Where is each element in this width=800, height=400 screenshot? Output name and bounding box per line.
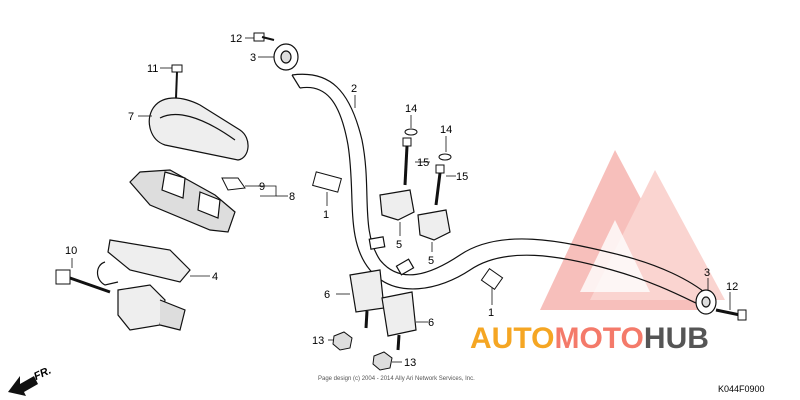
nut-part-13a	[332, 331, 353, 351]
callout-5a: 5	[396, 239, 402, 251]
copyright-text: Page design (c) 2004 - 2014 Ally Ari Net…	[318, 376, 475, 382]
bar-end-weight-3b	[695, 289, 717, 315]
washer-part-14b	[438, 153, 452, 161]
bolt-part-11	[171, 64, 183, 99]
callout-3b: 3	[704, 267, 710, 279]
callout-6a: 6	[324, 289, 330, 301]
front-direction-indicator: FR.	[8, 365, 53, 396]
handlebar-part-2	[291, 73, 709, 306]
callout-3a: 3	[250, 52, 256, 64]
callout-11: 11	[147, 63, 158, 75]
watermark-logo	[540, 150, 725, 310]
screw-12a	[253, 32, 275, 42]
nut-part-13b	[372, 351, 393, 371]
watermark-part-auto: AUTO	[470, 322, 554, 355]
leader-lines	[71, 37, 731, 363]
switch-housing-part-8	[129, 169, 236, 233]
bushing-part-1a	[312, 171, 342, 193]
callout-15b: 15	[456, 171, 468, 183]
front-arrow-icon	[8, 376, 38, 396]
callout-14a: 14	[405, 103, 417, 115]
lower-holder-part-6a	[349, 269, 385, 329]
upper-holder-part-5b	[417, 209, 451, 241]
bushing-part-1b	[480, 267, 504, 291]
callout-4: 4	[212, 271, 218, 283]
watermark-triangle-right	[590, 170, 725, 300]
mount-bracket-part-4	[96, 239, 191, 331]
callout-14b: 14	[440, 124, 452, 136]
callout-15a: 15	[417, 157, 429, 169]
lower-holder-part-6b	[381, 291, 417, 351]
screw-12b	[715, 308, 747, 321]
bolt-part-15a	[402, 137, 412, 186]
callout-7: 7	[128, 111, 134, 123]
callout-12b: 12	[726, 281, 738, 293]
diagram-code: K044F0900	[718, 384, 765, 394]
callout-5b: 5	[428, 255, 434, 267]
watermark-wordmark: AUTOMOTOHUB	[470, 322, 709, 355]
clamp-part-9	[221, 177, 246, 191]
callout-labels: 12 3 11 2 7 14 14 15 15 9 8 1 5 5 10 4 6…	[65, 33, 738, 369]
washer-part-14a	[404, 128, 418, 136]
callout-1b: 1	[488, 307, 494, 319]
bolt-part-15b	[434, 164, 445, 206]
callout-13a: 13	[312, 335, 324, 347]
top-cover-part-7	[148, 97, 249, 161]
front-direction-label: FR.	[32, 365, 53, 383]
callout-13b: 13	[404, 357, 416, 369]
bar-end-weight-3a	[273, 43, 299, 71]
callout-10: 10	[65, 245, 77, 257]
callout-6b: 6	[428, 317, 434, 329]
callout-2: 2	[351, 83, 357, 95]
callout-1a: 1	[323, 209, 329, 221]
callout-8: 8	[289, 191, 295, 203]
watermark-part-moto: MOTO	[554, 322, 643, 355]
callout-12a: 12	[230, 33, 242, 45]
callout-9: 9	[259, 181, 265, 193]
watermark-part-hub: HUB	[644, 322, 709, 355]
bolt-part-10	[55, 269, 111, 294]
watermark-triangle-inner	[580, 220, 650, 292]
upper-holder-part-5a	[379, 189, 415, 221]
